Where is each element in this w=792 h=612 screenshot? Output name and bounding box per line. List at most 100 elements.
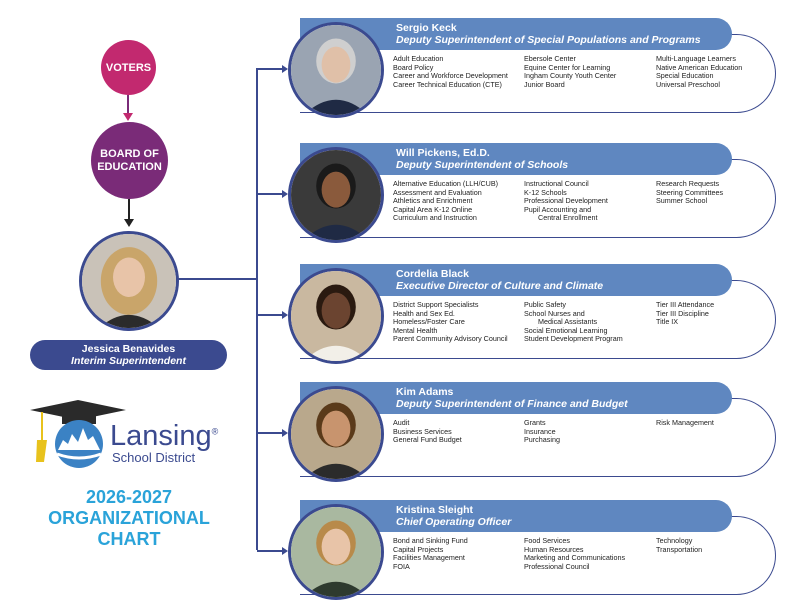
- responsibility-item: Professional Council: [524, 561, 590, 571]
- superintendent-title: Interim Superintendent: [71, 355, 186, 367]
- responsibility-item: Title IX: [656, 317, 679, 327]
- responsibility-item: Tier III Discipline: [656, 308, 709, 318]
- leader-2-photo: [288, 147, 384, 243]
- responsibility-item: Insurance: [524, 426, 556, 436]
- responsibility-item: Alternative Education (LLH/CUB): [393, 179, 499, 188]
- responsibility-item: Ebersole Center: [524, 54, 576, 63]
- leader-2-column-1: Alternative Education (LLH/CUB)Assessmen…: [393, 179, 499, 223]
- responsibility-item: Student Development Program: [524, 334, 623, 344]
- heading-line3: CHART: [97, 529, 161, 549]
- responsibility-item: Capital Area K-12 Online: [393, 204, 473, 214]
- responsibility-item: Instructional Council: [524, 179, 589, 188]
- responsibility-item: Purchasing: [524, 435, 560, 445]
- responsibility-item: Steering Committees: [656, 187, 724, 197]
- responsibility-item: Career Technical Education (CTE): [393, 79, 502, 89]
- arrow-board-superintendent: [124, 219, 134, 227]
- responsibility-item: Multi-Language Learners: [656, 54, 736, 63]
- leader-3-photo: [288, 268, 384, 364]
- superintendent-label: Jessica Benavides Interim Superintendent: [30, 340, 227, 370]
- superintendent-name: Jessica Benavides: [81, 343, 176, 355]
- responsibility-item: Equine Center for Learning: [524, 62, 611, 72]
- connector-superintendent-trunk: [176, 278, 258, 280]
- logo-subtitle: School District: [112, 450, 196, 465]
- graduation-cap-icon: [30, 400, 126, 468]
- board-of-education-node: BOARD OF EDUCATION: [91, 122, 168, 199]
- responsibility-item: Marketing and Communications: [524, 553, 626, 563]
- heading-line2: ORGANIZATIONAL: [48, 508, 210, 528]
- responsibility-item: Curriculum and Instruction: [393, 213, 477, 223]
- responsibility-item: Universal Preschool: [656, 79, 720, 89]
- leader-5-photo: [288, 504, 384, 600]
- voters-label: VOTERS: [105, 61, 152, 74]
- leader-1-connector: [257, 68, 283, 70]
- responsibility-item: Junior Board: [524, 79, 565, 89]
- responsibility-item: Transportation: [656, 544, 703, 554]
- responsibility-item: K-12 Schools: [524, 187, 567, 197]
- responsibility-item: Adult Education: [393, 54, 444, 63]
- board-label-line1: BOARD OF: [100, 147, 159, 160]
- responsibility-item: Human Resources: [524, 544, 584, 554]
- responsibility-item: Research Requests: [656, 179, 720, 188]
- connector-voters-board: [127, 95, 129, 115]
- responsibility-item: Board Policy: [393, 62, 434, 72]
- heading-line1: 2026-2027: [85, 487, 173, 507]
- responsibility-item: Career and Workforce Development: [393, 71, 508, 81]
- responsibility-item: Technology: [656, 536, 693, 545]
- responsibility-item: Special Education: [656, 71, 714, 81]
- responsibility-item: Health and Sex Ed.: [393, 308, 455, 318]
- responsibility-item: Audit: [393, 418, 410, 427]
- leader-1-name: Sergio Keck: [396, 22, 457, 34]
- leader-1-arrow: [282, 65, 288, 73]
- leader-5-name: Kristina Sleight: [396, 504, 474, 516]
- responsibility-item: Food Services: [524, 536, 570, 545]
- responsibility-item: Public Safety: [524, 300, 566, 309]
- responsibility-item: General Fund Budget: [393, 435, 462, 445]
- responsibility-item: Grants: [524, 418, 546, 427]
- responsibility-item: Athletics and Enrichment: [393, 196, 473, 206]
- responsibility-item: Facilities Management: [393, 553, 465, 563]
- leader-5-title: Chief Operating Officer: [396, 516, 512, 528]
- responsibility-item: Business Services: [393, 426, 452, 436]
- leader-4-arrow: [282, 429, 288, 437]
- responsibility-item: School Nurses and: [524, 308, 585, 318]
- voters-node: VOTERS: [101, 40, 156, 95]
- leader-4-column-3: Risk Management: [656, 418, 714, 428]
- responsibility-item: Social Emotional Learning: [524, 325, 608, 335]
- leader-2-name: Will Pickens, Ed.D.: [396, 147, 490, 159]
- responsibility-item: Central Enrollment: [538, 213, 598, 223]
- leader-1-title: Deputy Superintendent of Special Populat…: [396, 34, 701, 46]
- leader-3-connector: [257, 314, 283, 316]
- connector-board-superintendent: [128, 199, 130, 221]
- leader-4-photo: [288, 386, 384, 482]
- leader-4-connector: [257, 432, 283, 434]
- org-trunk-line: [256, 68, 258, 550]
- leader-5-arrow: [282, 547, 288, 555]
- responsibility-item: Bond and Sinking Fund: [393, 536, 468, 545]
- responsibility-item: Summer School: [656, 196, 708, 206]
- logo-registered: ®: [211, 426, 219, 437]
- leader-3-arrow: [282, 311, 288, 319]
- leader-2-title: Deputy Superintendent of Schools: [396, 159, 569, 171]
- responsibility-item: District Support Specialists: [393, 300, 479, 309]
- leader-3-name: Cordelia Black: [396, 268, 469, 280]
- leader-2-connector: [257, 193, 283, 195]
- chart-heading: 2026-2027 ORGANIZATIONAL CHART: [20, 487, 238, 550]
- leader-2-arrow: [282, 190, 288, 198]
- responsibility-item: Assessment and Evaluation: [393, 187, 482, 197]
- logo-wordmark: Lansing®: [110, 420, 218, 453]
- arrow-voters-board: [123, 113, 133, 121]
